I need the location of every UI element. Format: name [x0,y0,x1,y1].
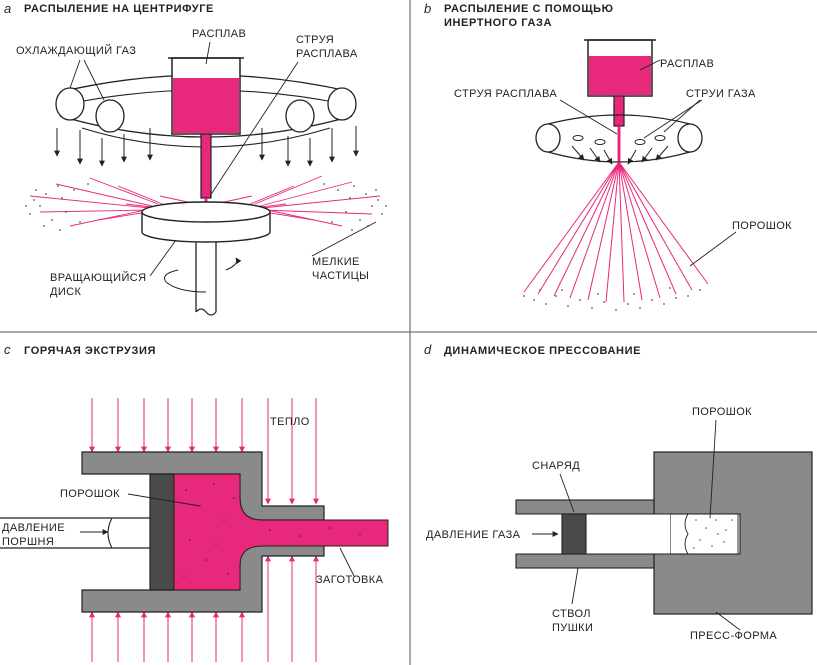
gas-nozzle [55,87,85,121]
panel-a-title: РАСПЫЛЕНИЕ НА ЦЕНТРИФУГЕ [24,3,214,15]
label-barrel-line2: ПУШКИ [552,622,594,634]
spray-cone [523,161,709,303]
piston [149,473,175,591]
panel-d-art [515,419,813,631]
gas-nozzle [327,87,357,121]
panel-b-art [523,39,737,311]
label-powder: ПОРОШОК [692,406,752,418]
label-cooling-gas: ОХЛАЖДАЮЩИЙ ГАЗ [16,45,137,57]
label-pressure-line2: ПОРШНЯ [2,536,55,548]
label-billet: ЗАГОТОВКА [316,574,384,586]
label-powder: ПОРОШОК [60,488,120,500]
panel-a-letter: a [4,1,12,16]
label-jet-line1: СТРУЯ [296,34,335,46]
label-projectile: СНАРЯД [532,460,581,472]
panel-a-art [25,41,387,316]
powder-dots [523,287,701,311]
gas-nozzle [285,99,315,133]
gun-barrel [515,499,655,515]
panel-c-art [0,398,389,662]
label-fine-line1: МЕЛКИЕ [312,256,360,268]
label-gas-pressure: ДАВЛЕНИЕ ГАЗА [426,529,521,541]
label-heat: ТЕПЛО [270,416,310,428]
label-disk-line2: ДИСК [50,286,82,298]
panel-c-title: ГОРЯЧАЯ ЭКСТРУЗИЯ [24,345,156,357]
shaft [195,242,217,312]
panel-b-letter: b [424,1,432,16]
label-melt: РАСПЛАВ [192,28,247,40]
panel-c-letter: c [4,342,11,357]
label-jet: СТРУЯ РАСПЛАВА [454,88,558,100]
panel-b-title-line1: РАСПЫЛЕНИЕ С ПОМОЩЬЮ [444,3,614,15]
label-barrel-line1: СТВОЛ [552,608,591,620]
panel-d-letter: d [424,342,432,357]
label-die: ПРЕСС-ФОРМА [690,630,778,642]
label-disk-line1: ВРАЩАЮЩИЙСЯ [50,272,147,284]
label-melt: РАСПЛАВ [660,58,715,70]
label-powder: ПОРОШОК [732,220,792,232]
label-jet-line2: РАСПЛАВА [296,48,358,60]
gas-nozzle [95,99,125,133]
label-gas-jets: СТРУИ ГАЗА [686,88,756,100]
fine-particles [25,183,387,231]
label-fine-line2: ЧАСТИЦЫ [312,270,370,282]
panel-d-title: ДИНАМИЧЕСКОЕ ПРЕССОВАНИЕ [444,345,642,357]
panel-b-title-line2: ИНЕРТНОГО ГАЗА [444,17,553,29]
label-pressure-line1: ДАВЛЕНИЕ [2,522,65,534]
projectile [561,513,587,555]
extruded-billet [173,473,389,591]
